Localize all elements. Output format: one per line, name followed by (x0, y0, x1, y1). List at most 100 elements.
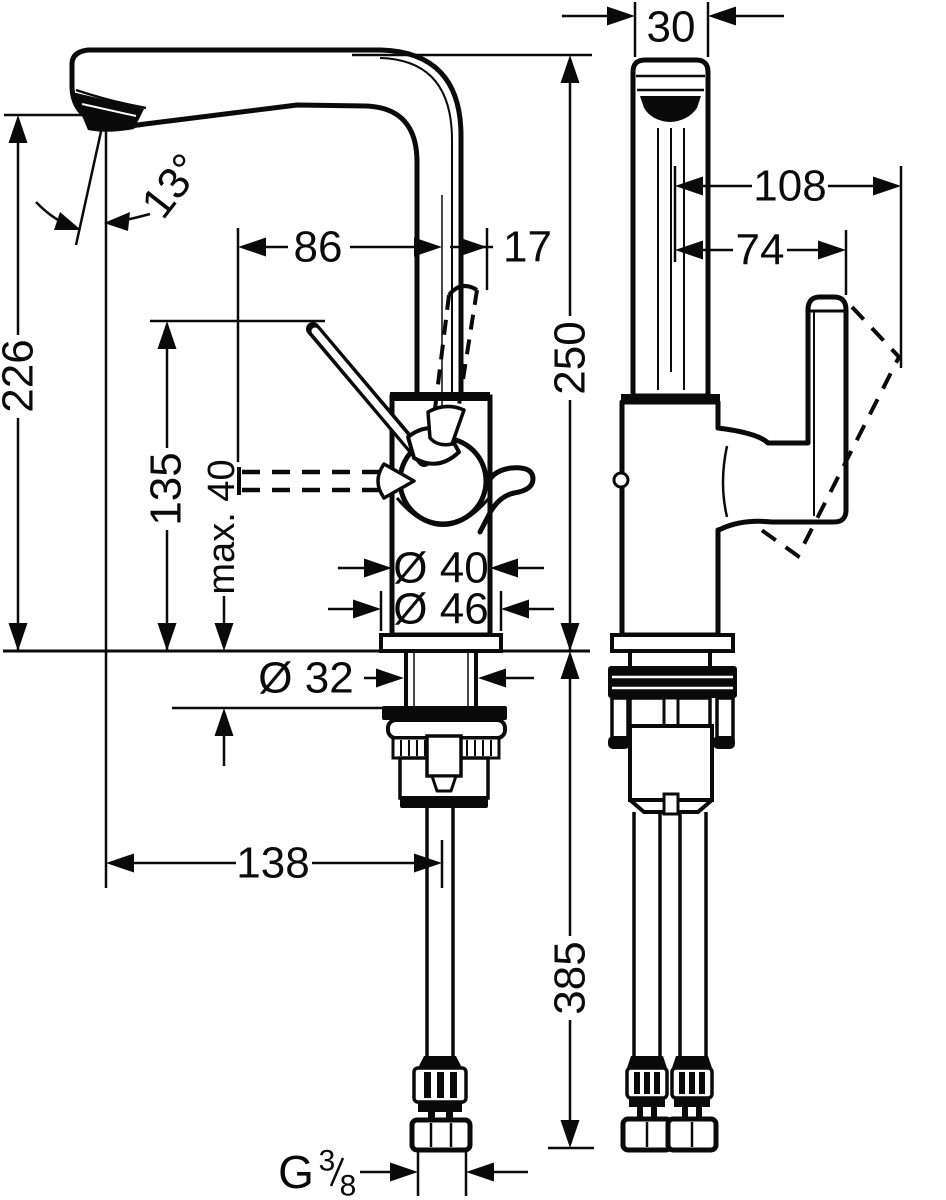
hose-band (629, 1098, 665, 1107)
dimension-dia-32: Ø 32 (258, 654, 534, 703)
barrel-slot (644, 1072, 650, 1094)
dimension-hose-385: 385 (546, 651, 595, 1150)
dim-label-17: 17 (503, 223, 552, 272)
dim-label-135: 135 (142, 452, 191, 525)
dim-label-108: 108 (753, 162, 826, 211)
lever-open-flare (426, 404, 466, 447)
dim-label-d32: Ø 32 (258, 654, 353, 703)
dim-label-30: 30 (647, 3, 696, 52)
dimension-height-135: 135 (142, 319, 325, 651)
dimension-138: 138 (106, 839, 444, 888)
mounting-tab (425, 734, 463, 778)
dimension-dia-46: Ø 46 (328, 585, 554, 634)
aerator-front (72, 92, 144, 132)
nut-stem (446, 1112, 453, 1122)
lever-open-dashed-right (457, 289, 479, 406)
base-flange-side (610, 633, 735, 653)
nut-stem (651, 1107, 657, 1119)
barrel-slot (424, 1072, 431, 1098)
body-top-band (390, 392, 490, 401)
hose-crimp (627, 1056, 667, 1068)
nut-stem (696, 1107, 702, 1119)
dim-label-226: 226 (0, 339, 43, 412)
aerator-side (640, 96, 701, 122)
barrel-slot (679, 1072, 685, 1094)
barrel-slot (654, 1072, 660, 1094)
thread-denominator: 8 (340, 1170, 357, 1200)
barrel-slot (689, 1072, 695, 1094)
nut-stem (637, 1107, 643, 1119)
lever-right-hook (477, 465, 536, 535)
dim-label-385: 385 (546, 941, 595, 1014)
mounting-tab-tip (430, 774, 458, 793)
lever-side-flare (376, 462, 416, 500)
hose-band (418, 1102, 462, 1112)
barrel-slot (634, 1072, 640, 1094)
shank-side (628, 651, 712, 666)
dimension-thread-g38: G 3 8 (278, 1145, 528, 1200)
dimension-width-30: 30 (562, 2, 784, 57)
dimension-dia-40: Ø 40 (338, 544, 544, 593)
dimension-height-250: 250 (352, 53, 595, 651)
dimension-reach-108: 108 (673, 162, 903, 368)
dimension-17: 17 (450, 223, 552, 290)
body-side-button (612, 471, 630, 489)
barrel-slot (699, 1072, 705, 1094)
dim-label-138: 138 (236, 839, 309, 888)
dim-label-d40: Ø 40 (393, 544, 488, 593)
dim-label-74: 74 (736, 226, 785, 275)
dimensions: 30 108 74 86 17 (0, 2, 903, 1200)
shank-walls (404, 651, 478, 706)
dimension-86: 86 (236, 223, 442, 462)
column-base-band (621, 394, 720, 403)
hose-hex-nut (409, 1117, 473, 1153)
shank-inner-lines (413, 651, 469, 706)
fraction-slash (329, 1157, 345, 1187)
thread-numerator: 3 (319, 1145, 336, 1178)
dim-label-max40: max. 40 (201, 459, 243, 594)
lower-housing-side (628, 724, 714, 802)
supply-hose (425, 807, 455, 1056)
handle-cone-contour (721, 445, 729, 518)
mounting-nut-slot (662, 696, 680, 728)
dimension-max-deck-40: max. 40 (172, 459, 500, 766)
bracket-foot-right (713, 736, 735, 749)
housing-bottom-band (400, 796, 488, 808)
spout-outline (69, 47, 464, 399)
gasket (382, 706, 507, 720)
lever-handle-fill (311, 327, 425, 461)
dim-label-86: 86 (294, 223, 343, 272)
spout-tip-contour (75, 88, 147, 110)
hose-crimp (418, 1056, 462, 1068)
bracket-foot-left (608, 736, 630, 749)
spout-cap-lines (636, 74, 705, 92)
handle-rotated-dashed (751, 305, 902, 559)
dim-label-250: 250 (546, 321, 595, 394)
side-view (608, 57, 902, 1153)
hex-nut-facets (429, 1123, 453, 1147)
gasket-stack-lines (612, 675, 733, 690)
gasket-stack-side (608, 666, 737, 698)
dimension-reach-74: 74 (675, 226, 848, 295)
thread-prefix: G (278, 1146, 314, 1198)
barrel-slot (437, 1072, 444, 1098)
housing-notch-side (662, 792, 680, 816)
column-shading-lines (657, 128, 685, 390)
nut-stem (682, 1107, 688, 1119)
barrel-slot (450, 1072, 457, 1098)
lever-open-cap (447, 284, 479, 297)
bracket-tab-left (610, 696, 630, 740)
nut-stem (428, 1112, 435, 1122)
knurl-lines (400, 740, 492, 756)
hose-crimp (672, 1056, 712, 1068)
base-flange (379, 633, 503, 653)
bracket-tab-right (715, 696, 735, 740)
hose-band (674, 1098, 710, 1107)
front-view (3, 47, 590, 1153)
dimension-height-226: 226 (0, 113, 106, 651)
body-and-handle-side (619, 294, 849, 638)
spout-contour-line (379, 57, 453, 394)
supply-hoses-side (632, 812, 708, 1056)
